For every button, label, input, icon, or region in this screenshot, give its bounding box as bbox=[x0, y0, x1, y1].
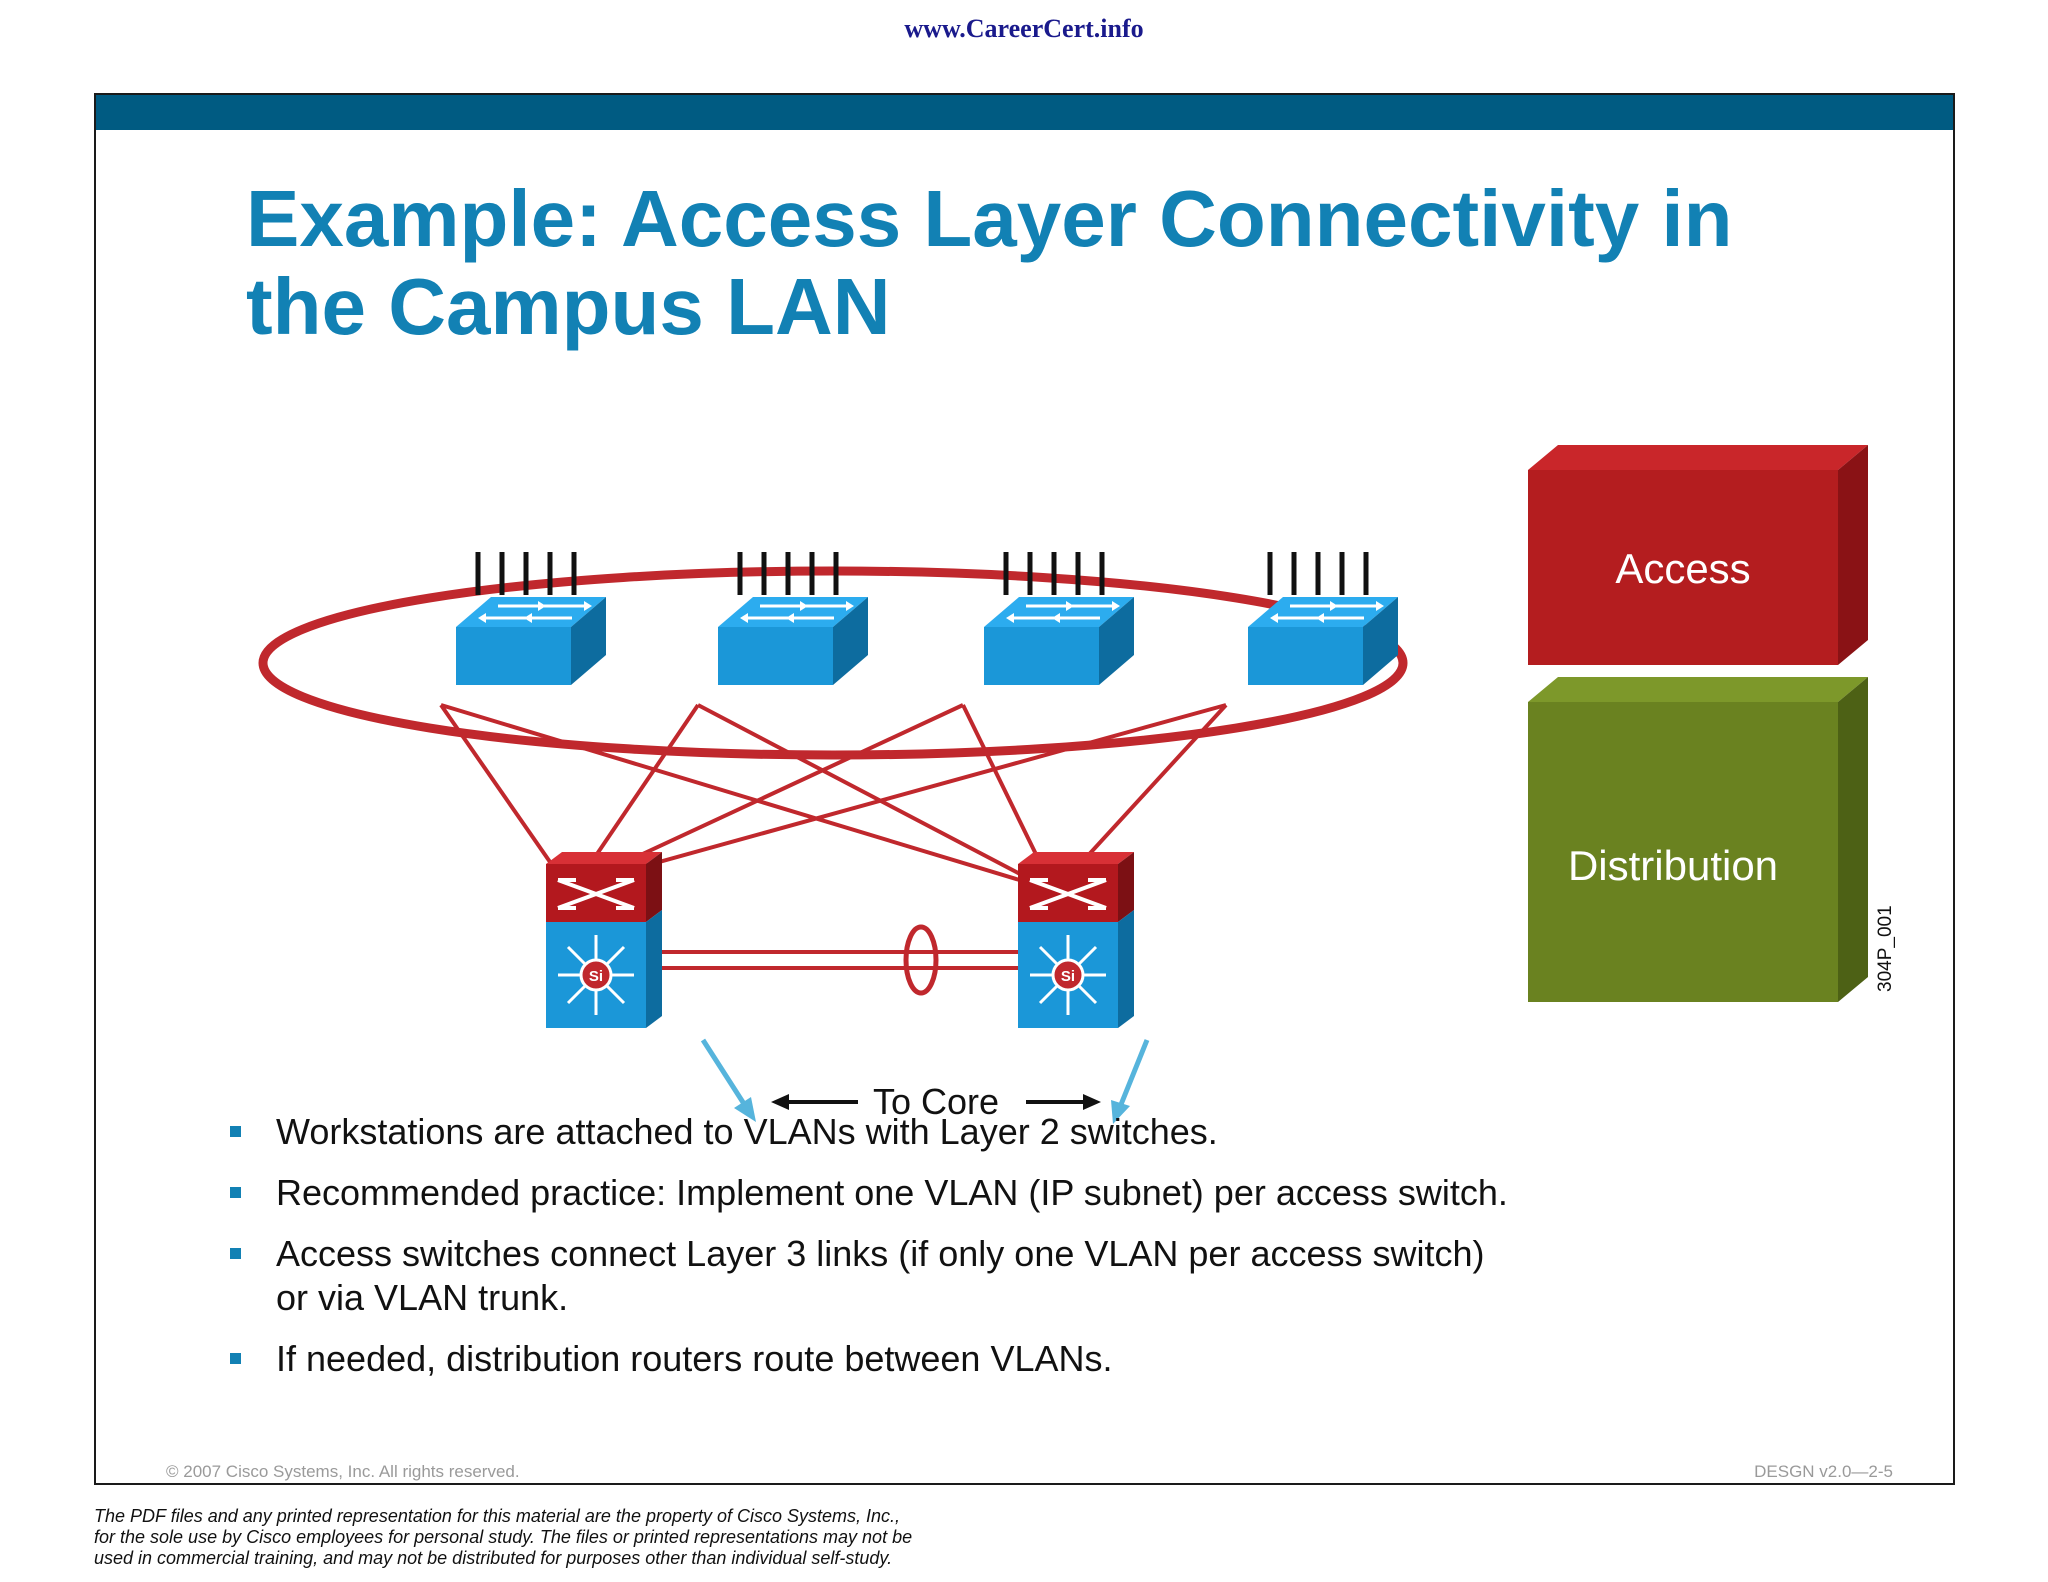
link-a2-d2 bbox=[697, 703, 1042, 887]
figure-id-label: 304P_001 bbox=[1875, 905, 1896, 992]
bullet-item: Recommended practice: Implement one VLAN… bbox=[230, 1171, 1830, 1215]
slide-copyright: © 2007 Cisco Systems, Inc. All rights re… bbox=[166, 1462, 520, 1481]
core-uplinks bbox=[700, 1038, 1150, 1124]
slide: Example: Access Layer Connectivity in th… bbox=[94, 93, 1955, 1485]
bullet-square-icon bbox=[230, 1353, 241, 1364]
bullet-list: Workstations are attached to VLANs with … bbox=[230, 1110, 1830, 1398]
distribution-layer-block: Distribution bbox=[1528, 677, 1868, 1002]
site-url[interactable]: www.CareerCert.info bbox=[904, 14, 1144, 43]
distribution-layer-label: Distribution bbox=[1568, 842, 1778, 889]
distribution-switch-1-badge: Si bbox=[589, 968, 603, 985]
bullet-item: Access switches connect Layer 3 links (i… bbox=[230, 1232, 1830, 1320]
disclaimer-line-1: The PDF files and any printed representa… bbox=[94, 1506, 901, 1526]
link-a4-d1 bbox=[575, 703, 1227, 887]
access-distribution-links bbox=[439, 703, 1228, 887]
access-layer-block: Access bbox=[1528, 445, 1868, 665]
bullet-text: Workstations are attached to VLANs with … bbox=[276, 1111, 1218, 1152]
bullet-item: If needed, distribution routers route be… bbox=[230, 1337, 1830, 1381]
distribution-switch-2-badge: Si bbox=[1061, 968, 1075, 985]
link-a1-d2 bbox=[440, 703, 1037, 887]
bullet-square-icon bbox=[230, 1248, 241, 1259]
distribution-switch-1 bbox=[544, 850, 664, 1030]
slide-header-band bbox=[96, 95, 1953, 130]
network-diagram: Si Si To Core Access Distri bbox=[258, 445, 1896, 1124]
bullet-square-icon bbox=[230, 1187, 241, 1198]
bullet-text: Access switches connect Layer 3 links (i… bbox=[276, 1233, 1485, 1274]
disclaimer-line-3: used in commercial training, and may not… bbox=[94, 1548, 893, 1568]
slide-course-id: DESGN v2.0—2-5 bbox=[1754, 1462, 1893, 1481]
distribution-switch-2 bbox=[1016, 850, 1136, 1030]
link-bundle-ring bbox=[903, 924, 939, 996]
left-arrow-icon bbox=[771, 1094, 789, 1110]
bullet-square-icon bbox=[230, 1126, 241, 1137]
access-switch-1 bbox=[456, 552, 606, 685]
bullet-text: If needed, distribution routers route be… bbox=[276, 1338, 1113, 1379]
right-arrow-icon bbox=[1083, 1094, 1101, 1110]
disclaimer-line-2: for the sole use by Cisco employees for … bbox=[94, 1527, 913, 1547]
access-layer-label: Access bbox=[1615, 545, 1750, 592]
slide-title: Example: Access Layer Connectivity in th… bbox=[246, 175, 1846, 351]
bullet-item: Workstations are attached to VLANs with … bbox=[230, 1110, 1830, 1154]
access-layer-ellipse bbox=[258, 566, 1408, 760]
slide-title-line-2: the Campus LAN bbox=[246, 262, 891, 351]
disclaimer: The PDF files and any printed representa… bbox=[94, 1506, 1194, 1569]
access-switch-3 bbox=[984, 552, 1134, 685]
bullet-text-continued: or via VLAN trunk. bbox=[276, 1277, 569, 1318]
bullet-text: Recommended practice: Implement one VLAN… bbox=[276, 1172, 1508, 1213]
slide-title-line-1: Example: Access Layer Connectivity in bbox=[246, 174, 1733, 263]
to-core-label-group: To Core bbox=[771, 1081, 1101, 1122]
access-switch-4 bbox=[1248, 552, 1398, 685]
to-core-label: To Core bbox=[873, 1081, 999, 1122]
